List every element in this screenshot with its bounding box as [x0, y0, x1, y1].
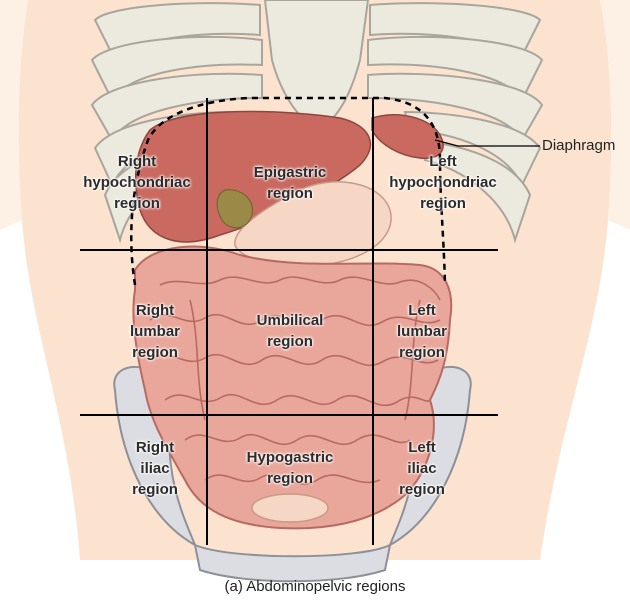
bladder — [251, 493, 329, 523]
pelvis — [113, 365, 472, 583]
label-right-hypochondriac: Right hypochondriac region — [83, 153, 191, 212]
diaphragm-leader-line — [434, 139, 540, 147]
label-left-hypochondriac: Left hypochondriac region — [389, 153, 497, 212]
label-umbilical: Umbilical region — [256, 312, 324, 350]
diaphragm-label: Diaphragm — [542, 137, 616, 154]
figure-caption: (a) Abdominopelvic regions — [224, 578, 406, 595]
diaphragm-outline — [130, 96, 447, 286]
upper-organs — [134, 110, 444, 267]
label-epigastric: Epigastric region — [253, 164, 327, 202]
intestines — [132, 245, 453, 530]
label-right-iliac: Right iliac region — [132, 439, 178, 498]
region-grid — [80, 98, 498, 545]
label-right-lumbar: Right lumbar region — [129, 302, 180, 361]
label-left-lumbar: Left lumbar region — [396, 302, 447, 361]
label-hypogastric: Hypogastric region — [246, 449, 334, 487]
label-left-iliac: Left iliac region — [399, 439, 445, 498]
